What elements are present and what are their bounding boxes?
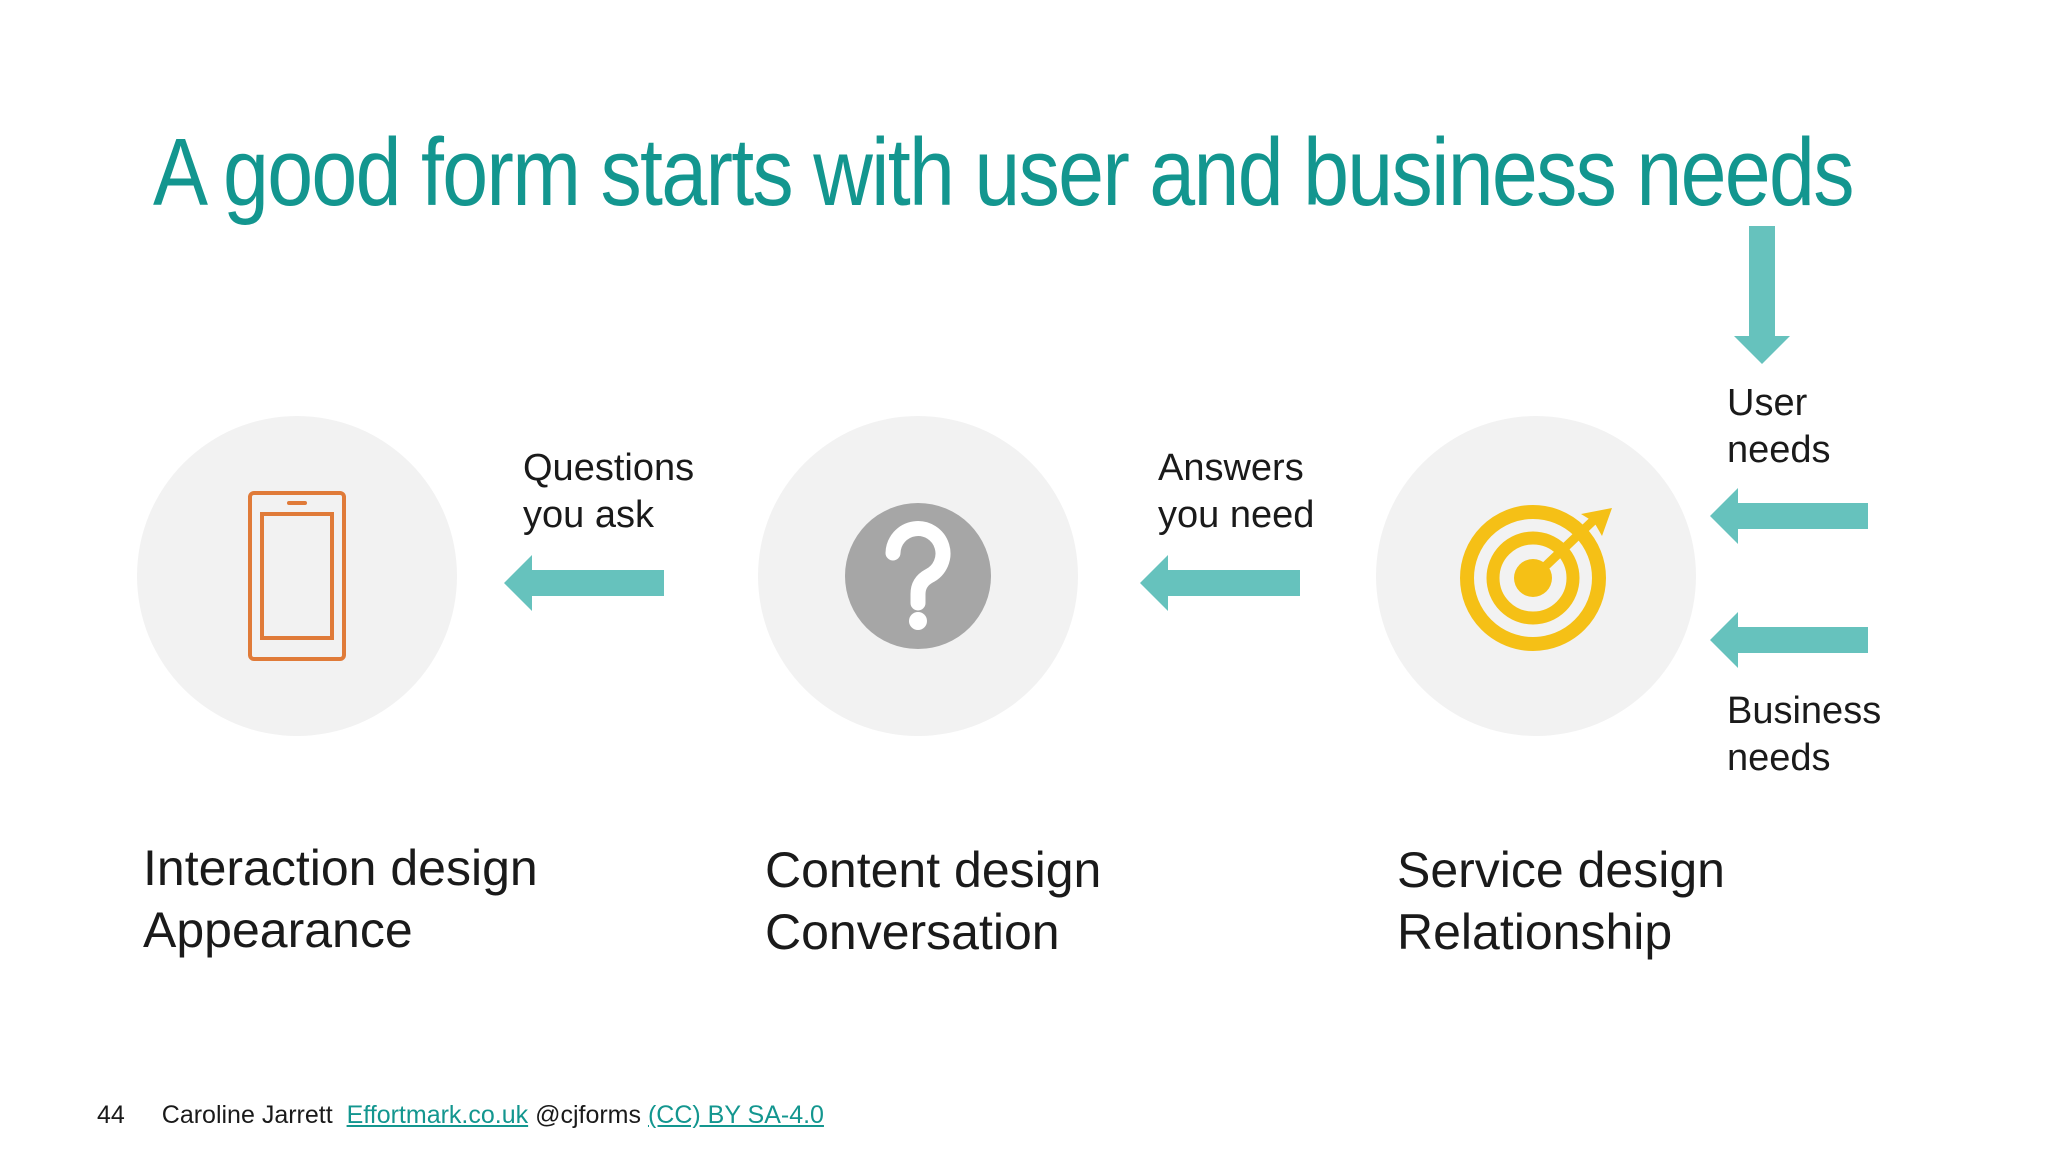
- license-link[interactable]: (CC) BY SA-4.0: [647, 1101, 824, 1129]
- footer: 44 Caroline Jarrett Effortmark.co.uk @cj…: [97, 1100, 824, 1130]
- content-design-caption: Content design Conversation: [765, 839, 1101, 963]
- content-design-circle: [758, 416, 1078, 736]
- page-number: 44: [97, 1101, 125, 1129]
- caption-subtitle: Conversation: [765, 904, 1060, 960]
- business-needs-label: Business needs: [1727, 690, 1882, 779]
- caption-title: Content design: [765, 842, 1102, 898]
- service-design-caption: Service design Relationship: [1397, 839, 1725, 963]
- left-arrow-icon: [1710, 612, 1868, 668]
- questions-you-ask-label: Questions you ask: [523, 447, 695, 536]
- mobile-phone-icon: [248, 491, 346, 661]
- question-mark-icon: [845, 503, 991, 649]
- service-design-circle: [1376, 416, 1696, 736]
- caption-title: Service design: [1397, 842, 1725, 898]
- website-link[interactable]: Effortmark.co.uk: [346, 1101, 529, 1129]
- down-arrow-icon: [1734, 226, 1790, 364]
- slide-title: A good form starts with user and busines…: [153, 119, 1854, 226]
- interaction-design-circle: [137, 416, 457, 736]
- left-arrow-icon: [1140, 555, 1300, 611]
- target-icon: [1460, 505, 1612, 651]
- author-name: Caroline Jarrett: [161, 1101, 333, 1129]
- answers-you-need-label: Answers you need: [1158, 447, 1315, 536]
- left-arrow-icon: [504, 555, 664, 611]
- caption-subtitle: Relationship: [1397, 904, 1673, 960]
- caption-subtitle: Appearance: [143, 902, 413, 958]
- user-needs-label: User needs: [1727, 382, 1831, 471]
- left-arrow-icon: [1710, 488, 1868, 544]
- interaction-design-caption: Interaction design Appearance: [143, 837, 538, 961]
- caption-title: Interaction design: [143, 840, 538, 896]
- twitter-handle: @cjforms: [535, 1101, 642, 1129]
